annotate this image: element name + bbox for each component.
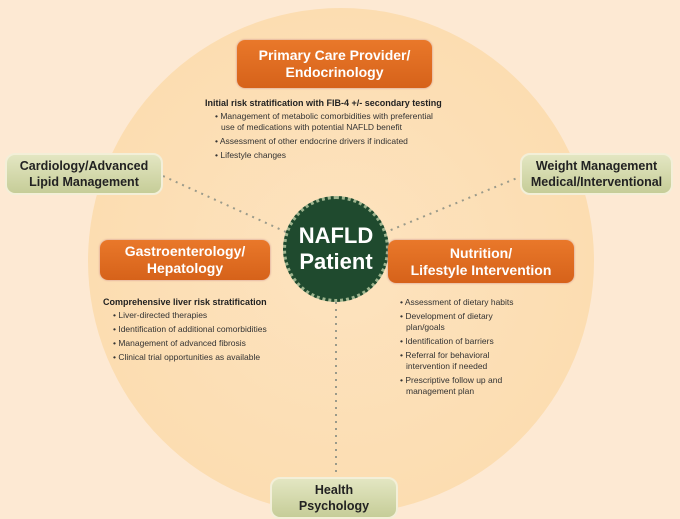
weight-management-box: Weight Management Medical/Interventional xyxy=(520,153,673,195)
gastro-title1: Gastroenterology/ xyxy=(124,243,246,259)
center-line1: NAFLD xyxy=(298,223,374,248)
list-item: Management of metabolic comorbidities wi… xyxy=(215,111,445,133)
list-item: Management of advanced fibrosis xyxy=(113,338,303,349)
list-item: Assessment of dietary habits xyxy=(400,297,515,308)
cardiology-box: Cardiology/Advanced Lipid Management xyxy=(5,153,163,195)
list-item: Identification of barriers xyxy=(400,336,515,347)
gastro-title2: Hepatology xyxy=(146,260,224,276)
primary-care-heading: Initial risk stratification with FIB-4 +… xyxy=(205,98,442,108)
list-item: Assessment of other endocrine drivers if… xyxy=(215,136,495,147)
nafld-patient-node: NAFLD Patient xyxy=(283,196,389,302)
list-item: Lifestyle changes xyxy=(215,150,495,161)
weight-title2: Medical/Interventional xyxy=(530,175,663,189)
gastro-box: Gastroenterology/ Hepatology xyxy=(100,240,270,280)
list-item: Prescriptive follow up and management pl… xyxy=(400,375,515,397)
weight-title1: Weight Management xyxy=(535,159,658,173)
center-line2: Patient xyxy=(299,249,373,274)
nutrition-title2: Lifestyle Intervention xyxy=(410,261,552,278)
primary-care-box: Primary Care Provider/ Endocrinology xyxy=(237,40,432,88)
primary-care-title1: Primary Care Provider/ xyxy=(258,47,411,63)
gastro-details: Comprehensive liver risk stratification … xyxy=(103,297,303,366)
primary-care-title2: Endocrinology xyxy=(285,64,384,80)
gastro-heading: Comprehensive liver risk stratification xyxy=(103,297,267,307)
connector-weight xyxy=(385,175,523,233)
list-item: Identification of additional comorbiditi… xyxy=(113,324,303,335)
primary-care-details: Initial risk stratification with FIB-4 +… xyxy=(205,98,495,164)
nutrition-title1: Nutrition/ xyxy=(449,244,513,261)
nutrition-details: Assessment of dietary habits Development… xyxy=(390,297,515,400)
psychology-title2: Psychology xyxy=(298,499,370,513)
cardiology-title1: Cardiology/Advanced xyxy=(19,159,149,173)
list-item: Referral for behavioral intervention if … xyxy=(400,350,515,372)
cardiology-title2: Lipid Management xyxy=(29,175,139,189)
list-item: Clinical trial opportunities as availabl… xyxy=(113,352,303,363)
connector-cardiology xyxy=(162,175,287,233)
list-item: Liver-directed therapies xyxy=(113,310,303,321)
psychology-title1: Health xyxy=(314,483,354,497)
nutrition-box: Nutrition/ Lifestyle Intervention xyxy=(388,240,574,283)
list-item: Development of dietary plan/goals xyxy=(400,311,515,333)
health-psychology-box: Health Psychology xyxy=(270,477,398,519)
